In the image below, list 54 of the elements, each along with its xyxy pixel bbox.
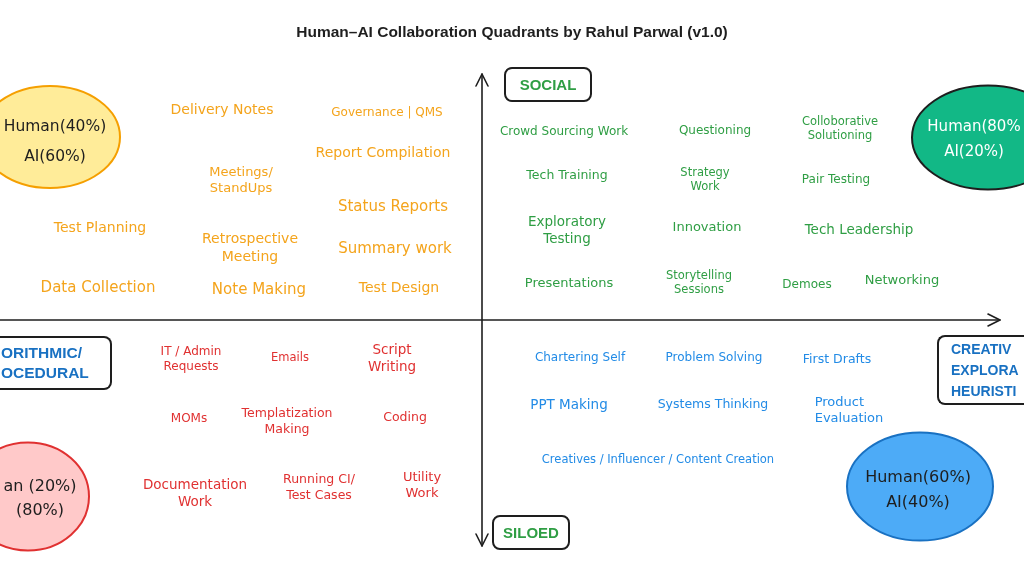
- activity-label: Tech Leadership: [804, 220, 914, 238]
- activity-label: Running CI/ Test Cases: [282, 471, 356, 503]
- activity-label: Strategy Work: [680, 164, 730, 194]
- activity-label: Templatization Making: [241, 405, 333, 437]
- ratio-label: Human(40%) AI(60%): [2, 116, 108, 167]
- activity-label: Script Writing: [367, 341, 417, 375]
- ratio-ellipse: [845, 431, 995, 542]
- activity-label: Delivery Notes: [170, 101, 274, 119]
- activity-label: Governance | QMS: [331, 104, 443, 120]
- activity-label: Documentation Work: [142, 476, 248, 510]
- activity-label: Problem Solving: [665, 349, 763, 365]
- axis-label: ORITHMIC/ OCEDURAL: [1, 343, 89, 383]
- activity-label: Test Planning: [53, 219, 147, 237]
- activity-label: Report Compilation: [315, 144, 451, 162]
- activity-label: Demoes: [782, 276, 832, 292]
- activity-label: Coding: [383, 409, 427, 425]
- axis-label: CREATIV EXPLORA HEURISTI: [951, 339, 1019, 401]
- activity-label: IT / Admin Requests: [159, 344, 223, 374]
- activity-label: Systems Thinking: [657, 396, 769, 412]
- activity-label: Innovation: [672, 218, 742, 236]
- activity-label: Exploratory Testing: [528, 213, 606, 247]
- activity-label: Questioning: [678, 122, 752, 138]
- activity-label: Meetings/ StandUps: [209, 163, 273, 197]
- activity-label: Colloborative Solutioning: [801, 113, 879, 143]
- axis-label: SOCIAL: [519, 75, 577, 94]
- activity-label: First Drafts: [802, 351, 872, 367]
- activity-label: Crowd Sourcing Work: [499, 123, 629, 139]
- ratio-label: an (20%) (80%): [2, 475, 78, 521]
- activity-label: MOMs: [170, 410, 208, 426]
- axis-label-box: [937, 335, 1024, 405]
- axis-label-box: [504, 67, 592, 102]
- axis-label-box: [0, 336, 112, 390]
- activity-label: Summary work: [338, 238, 452, 258]
- activity-label: Test Design: [358, 279, 440, 297]
- activity-label: Tech Training: [526, 167, 608, 183]
- activity-label: Product Evaluation: [814, 393, 884, 427]
- activity-label: Presentations: [524, 274, 614, 292]
- activity-label: Chartering Self: [534, 349, 626, 365]
- activity-label: Emails: [271, 349, 309, 365]
- activity-label: Note Making: [211, 279, 307, 299]
- activity-label: Pair Testing: [801, 171, 871, 187]
- activity-label: Creatives / Influencer / Content Creation: [541, 451, 775, 467]
- activity-label: Utility Work: [402, 468, 442, 502]
- axis-label-box: [492, 515, 570, 550]
- activity-label: Status Reports: [337, 196, 449, 216]
- activity-label: Storytelling Sessions: [665, 267, 733, 297]
- activity-label: PPT Making: [530, 395, 608, 413]
- activity-label: Networking: [864, 271, 940, 289]
- activity-label: Data Collection: [40, 277, 156, 297]
- activity-label: Retrospective Meeting: [202, 229, 298, 265]
- ratio-label: Human(80% AI(20%): [926, 115, 1022, 162]
- diagram-title: Human–AI Collaboration Quadrants by Rahul Parwal (v1.0): [296, 23, 728, 41]
- ratio-label: Human(60%) AI(40%): [864, 465, 972, 513]
- axis-label: SILOED: [503, 523, 559, 542]
